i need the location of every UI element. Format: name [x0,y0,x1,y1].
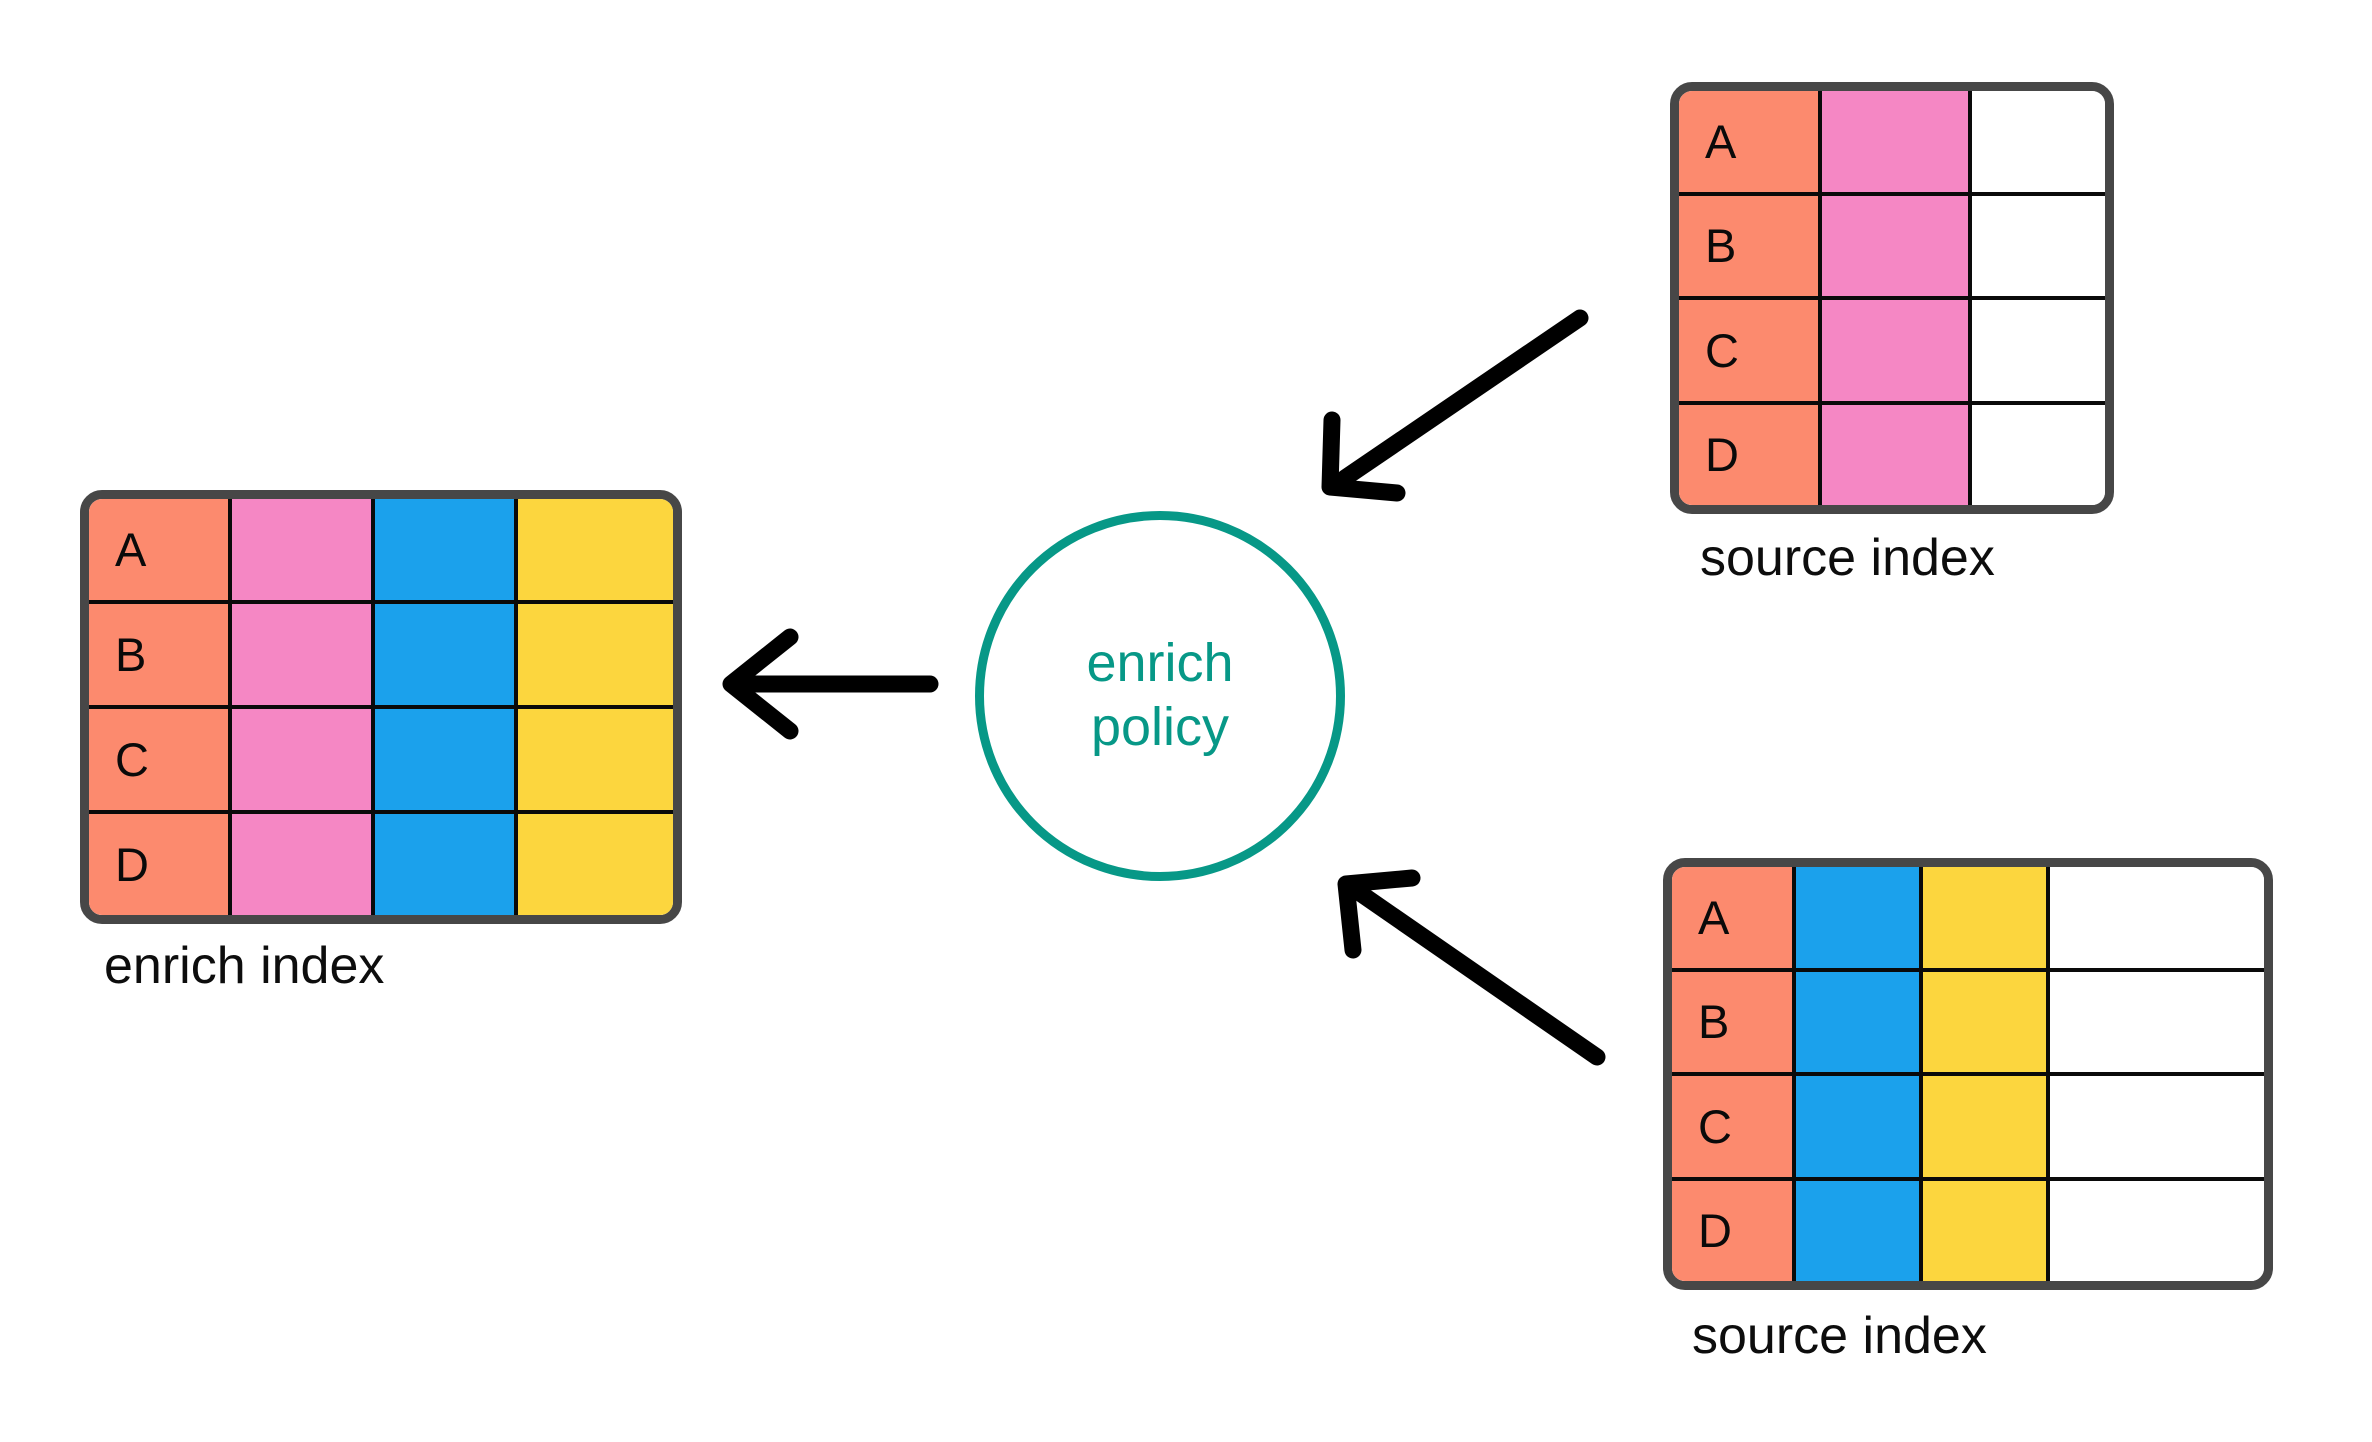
cell-yellow [518,709,673,810]
cell-pink [1822,91,1972,192]
cell-key: C [1672,1076,1796,1177]
cell-blue [1796,867,1923,968]
cell-empty [2050,1076,2264,1177]
arrow-top-source-to-policy [1321,309,1589,502]
cell-yellow [1923,1180,2050,1281]
arrow-policy-to-enrich-index [722,628,939,740]
cell-blue [375,709,518,810]
cell-yellow [518,814,673,915]
table-row: C [89,709,673,814]
table-row: D [1672,1180,2264,1281]
cell-key: A [89,499,232,600]
table-row: A [1672,867,2264,972]
table-row: D [89,814,673,915]
cell-yellow [1923,971,2050,1072]
cell-pink [232,499,375,600]
arrow-bottom-source-to-policy [1337,869,1606,1066]
cell-blue [1796,1180,1923,1281]
enrich-policy-node: enrich policy [975,511,1345,881]
table-row: A [89,499,673,604]
cell-blue [375,604,518,705]
table-row: B [1679,195,2105,300]
cell-empty [1972,404,2105,505]
cell-key: A [1679,91,1822,192]
cell-blue [375,814,518,915]
enrich-index-table: A B C D [80,490,682,924]
source-index-bottom-caption: source index [1692,1307,1987,1365]
cell-blue [375,499,518,600]
cell-key: D [1679,404,1822,505]
table-row: A [1679,91,2105,196]
table-row: C [1679,300,2105,405]
source-index-top-table: A B C D [1670,82,2114,514]
cell-empty [1972,195,2105,296]
cell-empty [2050,1180,2264,1281]
table-row: C [1672,1076,2264,1181]
cell-key: B [89,604,232,705]
cell-key: D [89,814,232,915]
cell-key: B [1679,195,1822,296]
table-row: D [1679,404,2105,505]
cell-pink [1822,195,1972,296]
cell-key: A [1672,867,1796,968]
cell-pink [232,604,375,705]
table-row: B [89,604,673,709]
cell-pink [1822,404,1972,505]
table-row: B [1672,971,2264,1076]
cell-yellow [518,604,673,705]
enrich-index-caption: enrich index [104,937,385,995]
cell-yellow [1923,1076,2050,1177]
cell-pink [232,814,375,915]
cell-key: B [1672,971,1796,1072]
source-index-bottom-table: A B C D [1663,858,2273,1290]
policy-label-line1: enrich [1086,633,1234,694]
cell-pink [232,709,375,810]
cell-empty [2050,867,2264,968]
cell-empty [1972,300,2105,401]
cell-empty [2050,971,2264,1072]
cell-blue [1796,971,1923,1072]
cell-yellow [1923,867,2050,968]
cell-key: C [89,709,232,810]
policy-label-line2: policy [1090,697,1230,757]
source-index-top-caption: source index [1700,529,1995,587]
cell-key: D [1672,1180,1796,1281]
cell-empty [1972,91,2105,192]
cell-blue [1796,1076,1923,1177]
cell-pink [1822,300,1972,401]
cell-yellow [518,499,673,600]
cell-key: C [1679,300,1822,401]
